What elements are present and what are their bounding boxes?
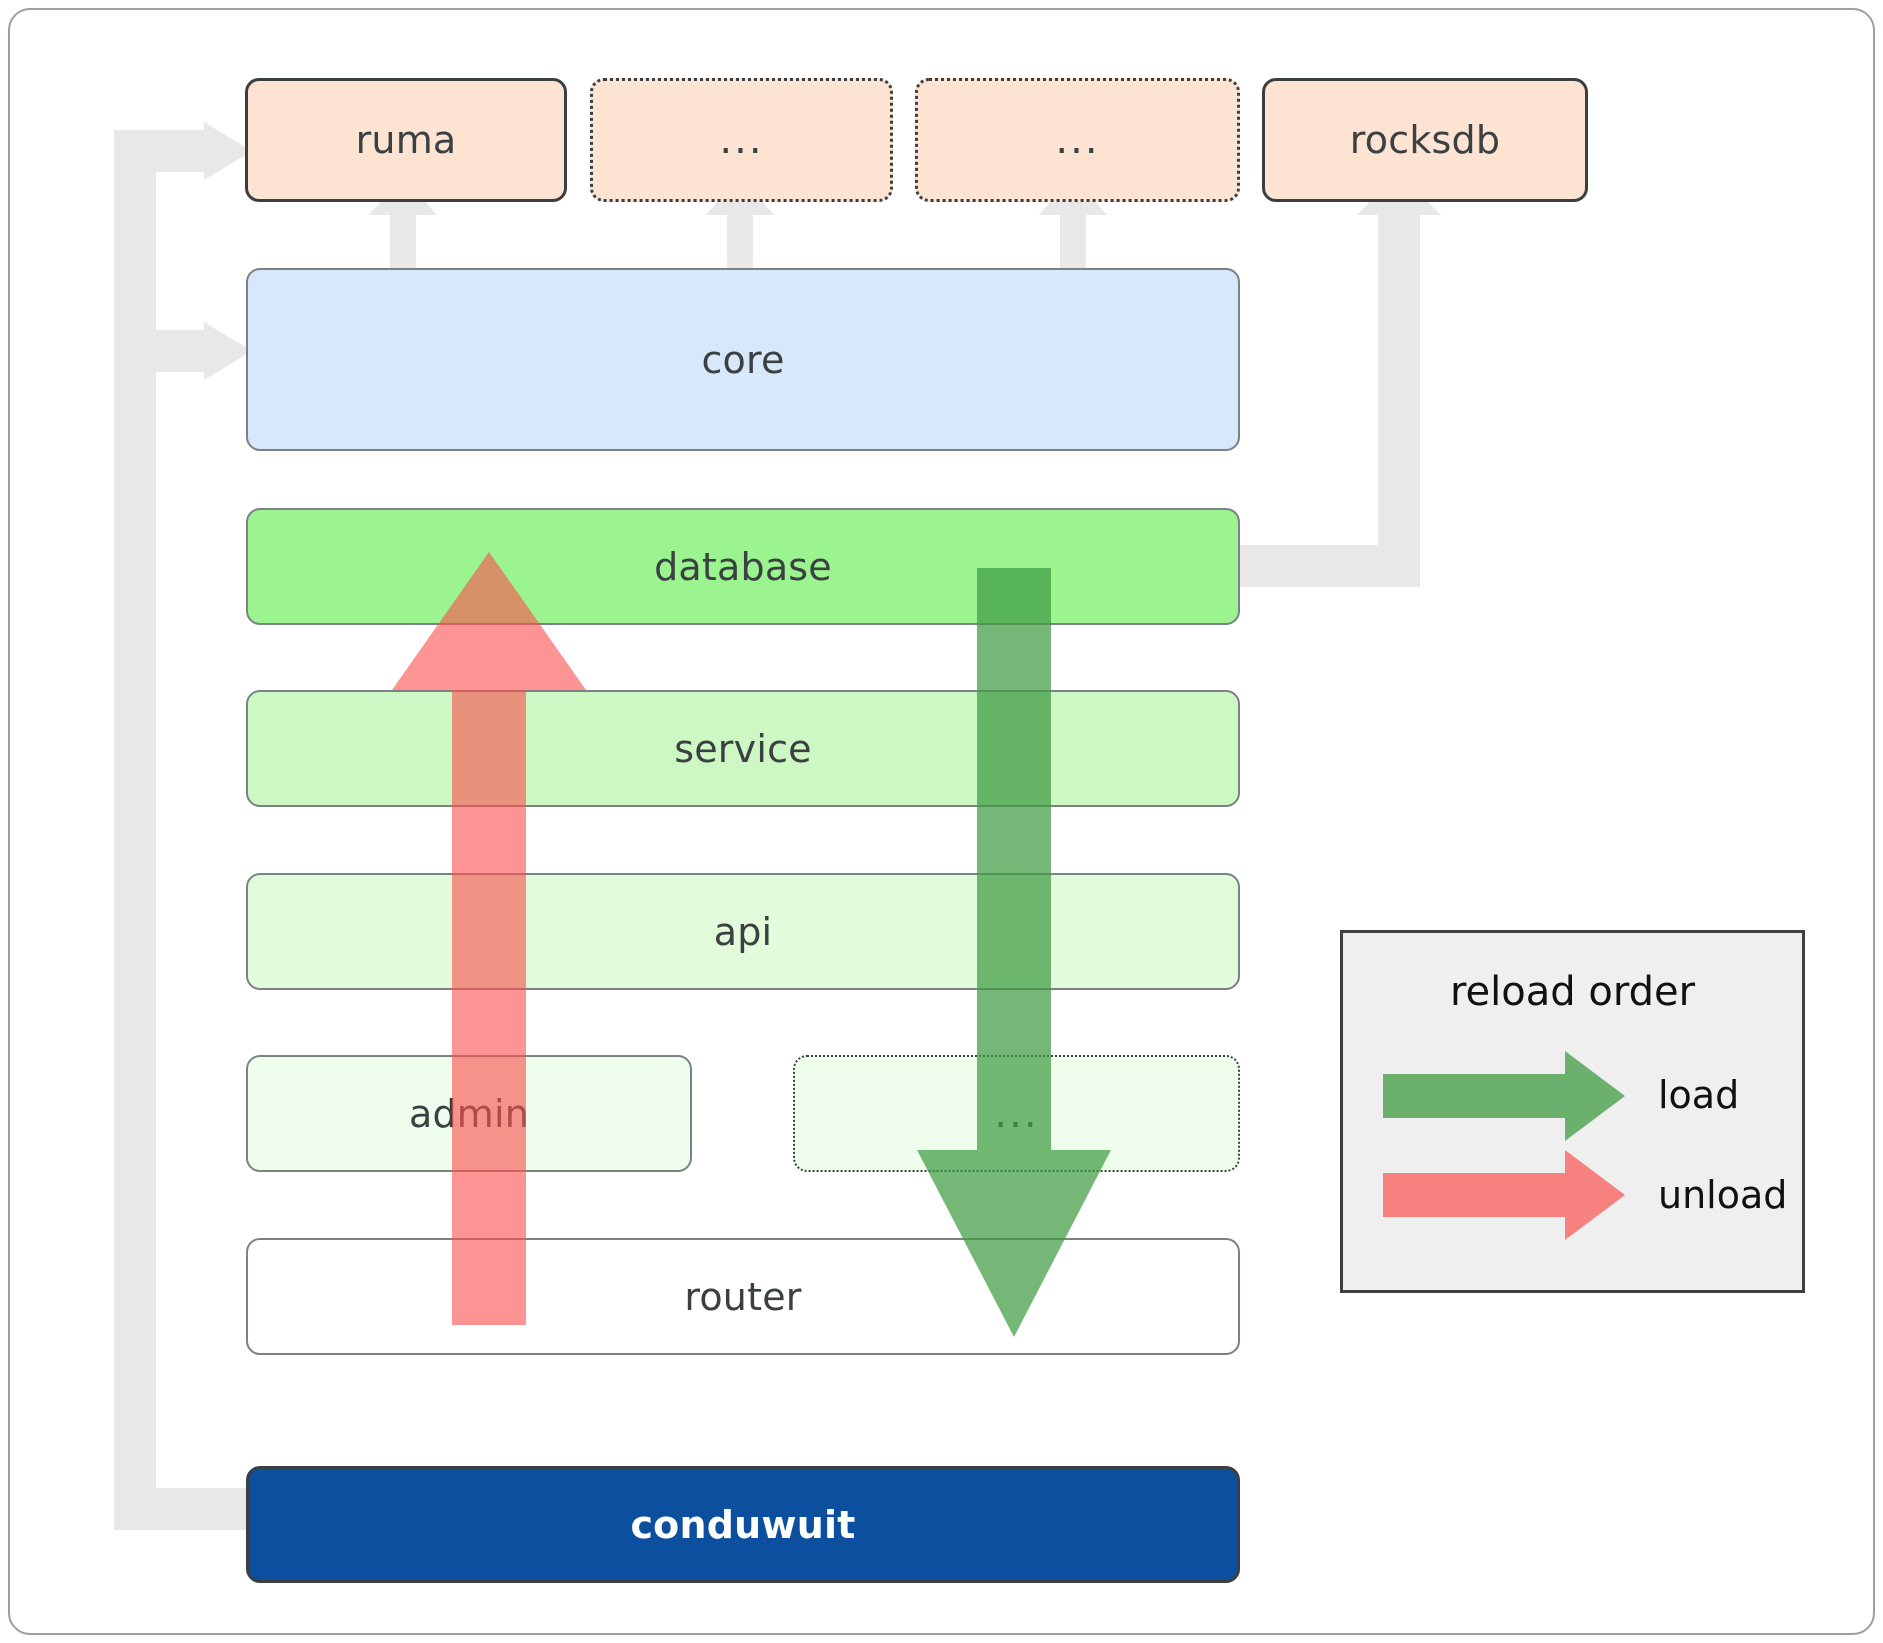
dependency-box-ruma[interactable]: ruma	[245, 78, 567, 202]
dependency-label-ruma: ruma	[355, 118, 457, 162]
layer-box-database[interactable]: database	[246, 508, 1240, 625]
dependency-box-placeholder-2[interactable]: ...	[915, 78, 1240, 202]
layer-label-router: router	[684, 1274, 802, 1319]
layer-box-service[interactable]: service	[246, 690, 1240, 807]
legend-panel: reload order load unload	[1340, 930, 1805, 1293]
dependency-label-placeholder-2: ...	[1055, 117, 1100, 163]
layer-box-core[interactable]: core	[246, 268, 1240, 451]
legend-arrow-icons	[1383, 1051, 1625, 1240]
legend-label-load: load	[1658, 1073, 1740, 1117]
binary-label-conduwuit: conduwuit	[630, 1502, 856, 1547]
legend-label-unload: unload	[1658, 1173, 1788, 1217]
dependency-label-rocksdb: rocksdb	[1349, 118, 1501, 162]
connector-conduwuit-to-deps	[114, 122, 254, 1530]
legend-load-arrow-icon	[1383, 1051, 1625, 1141]
dependency-box-rocksdb[interactable]: rocksdb	[1262, 78, 1588, 202]
layer-label-core: core	[701, 337, 785, 382]
layer-label-service: service	[674, 726, 812, 771]
binary-box-conduwuit[interactable]: conduwuit	[246, 1466, 1240, 1583]
layer-label-database: database	[654, 544, 832, 589]
legend-title: reload order	[1449, 969, 1696, 1015]
layer-box-router[interactable]: router	[246, 1238, 1240, 1355]
legend-unload-arrow-icon	[1383, 1150, 1625, 1240]
load-arrow-down	[917, 568, 1111, 1337]
unload-arrow-up	[392, 552, 586, 1325]
dependency-label-placeholder-1: ...	[719, 117, 764, 163]
layer-label-api: api	[713, 909, 773, 954]
layer-box-api[interactable]: api	[246, 873, 1240, 990]
dependency-box-placeholder-1[interactable]: ...	[590, 78, 893, 202]
